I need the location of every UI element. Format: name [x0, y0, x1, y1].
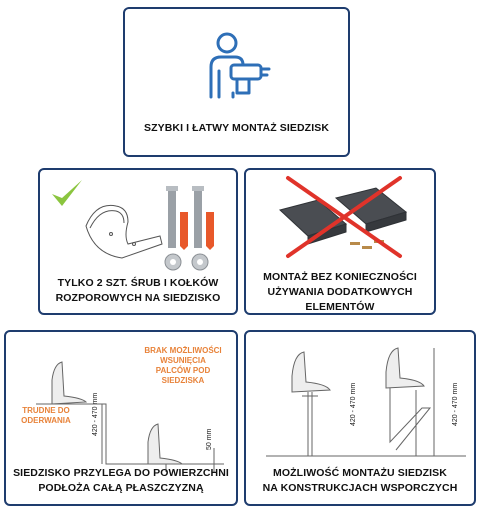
fingers-note-line-2: WSUNIĘCIA — [160, 356, 206, 365]
quick-installation-card: SZYBKI I ŁATWY MONTAŻ SIEDZISK — [123, 7, 350, 157]
support-structure-diagram — [266, 347, 466, 457]
screws-and-plugs-illustration — [164, 186, 214, 271]
surface-caption-line-2: PODŁOŻA CAŁĄ PŁASZCZYZNĄ — [38, 482, 204, 494]
full-surface-card: BRAK MOŻLIWOŚCI WSUNIĘCIA PALCÓW POD SIE… — [4, 330, 238, 506]
support-structures-card: 420 - 470 mm 420 - 470 mm MOŻLIWOŚĆ MONT… — [244, 330, 476, 506]
tear-note-line-1: TRUDNE DO — [22, 406, 70, 415]
seat-height-dimension: 420 - 470 mm — [92, 392, 99, 436]
right-seat-height-dimension: 420 - 470 mm — [452, 382, 459, 426]
quick-installation-caption: SZYBKI I ŁATWY MONTAŻ SIEDZISK — [144, 122, 329, 134]
screws-card: TYLKO 2 SZT. ŚRUB I KOŁKÓW ROZPOROWYCH N… — [38, 168, 238, 315]
no-extra-caption-line-3: ELEMENTÓW — [305, 301, 375, 313]
stadium-step-seat-diagram — [36, 361, 224, 472]
fingers-note-line-1: BRAK MOŻLIWOŚCI — [144, 346, 222, 355]
mounting-brackets-illustration — [278, 187, 408, 249]
screws-caption-line-1: TYLKO 2 SZT. ŚRUB I KOŁKÓW — [57, 277, 219, 289]
no-extra-caption-line-1: MONTAŻ BEZ KONIECZNOŚCI — [263, 271, 417, 283]
worker-with-drill-icon — [209, 32, 271, 99]
step-dimension: 50 mm — [206, 428, 213, 450]
green-checkmark-icon — [52, 180, 82, 206]
screws-caption-line-2: ROZPOROWYCH NA SIEDZISKO — [55, 292, 221, 304]
fingers-note-line-3: PALCÓW POD SIEDZISKA — [155, 366, 211, 385]
seat-outline-illustration — [85, 204, 163, 259]
surface-caption-line-1: SIEDZISKO PRZYLEGA DO POWIERZCHNI — [13, 467, 229, 479]
structures-caption-line-2: NA KONSTRUKCJACH WSPORCZYCH — [262, 482, 458, 494]
no-extra-caption-line-2: UŻYWANIA DODATKOWYCH — [267, 286, 413, 298]
left-seat-height-dimension: 420 - 470 mm — [350, 382, 357, 426]
no-extra-elements-card: MONTAŻ BEZ KONIECZNOŚCI UŻYWANIA DODATKO… — [244, 168, 436, 315]
tear-note-line-2: ODERWANIA — [21, 416, 71, 425]
structures-caption-line-1: MOŻLIWOŚĆ MONTAŻU SIEDZISK — [273, 467, 447, 479]
red-cross-icon — [286, 176, 402, 258]
